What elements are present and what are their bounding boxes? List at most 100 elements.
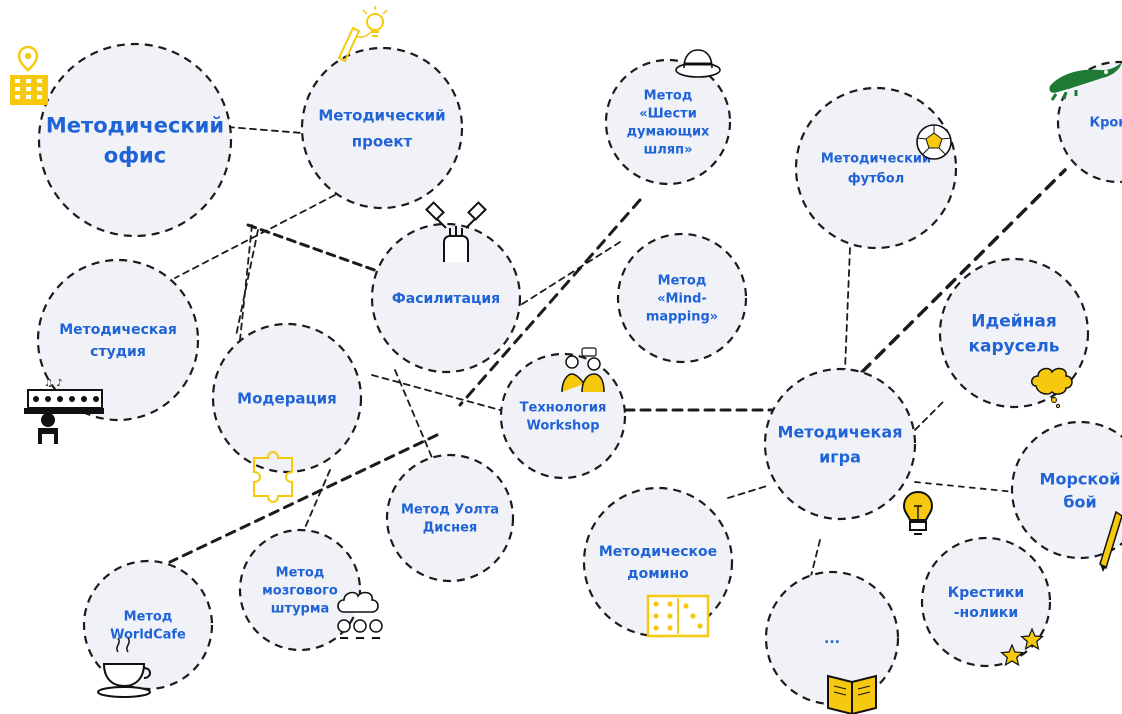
node-bubble [370,222,522,374]
node-label: Диснея [423,521,478,536]
thought-cloud-icon [1031,367,1073,409]
connector-line [518,241,621,307]
mixing-console-icon: ♫ ♪ [24,378,104,444]
connector-line [394,369,434,461]
node-label: «Шести [639,107,697,122]
node-football: Методический футбол [794,86,958,250]
node-label: Метод [644,89,693,104]
node-label: проект [352,132,413,150]
node-label: mapping» [646,310,718,325]
node-mind: Метод «Mind-mapping» [616,232,748,364]
node-label: карусель [968,337,1059,357]
node-label: домино [627,566,689,582]
node-project: Методический проект [300,46,464,210]
method-nodes: МетодическийофисМетодическийпроектМетод«… [36,42,1122,706]
lightbulb-icon [902,490,934,535]
lightbulb-pen-icon [337,6,388,63]
svg-text:♫ ♪: ♫ ♪ [44,378,63,389]
soccer-ball-icon [916,124,952,160]
brains-icon [337,591,383,639]
node-label: думающих [627,125,710,140]
connector-line [458,198,642,407]
node-bubble [499,352,627,480]
coffee-cup-icon [97,637,151,698]
node-label: шляп» [643,143,692,158]
node-label: Модерация [237,389,337,407]
node-label: Метод [658,274,707,289]
node-moder: Модерация [211,322,363,474]
node-bubble [37,42,233,238]
node-label: мозгового [262,584,338,599]
connector-line [371,374,501,411]
connector-line [235,229,259,337]
node-seabattle: Морской бой [1010,420,1122,560]
connector-line [303,469,331,531]
node-bubble [300,46,464,210]
people-discussion-icon [561,347,605,393]
node-label: -нолики [954,605,1018,621]
node-brainstorm: Метод мозгового штурма [238,528,362,652]
open-book-icon [827,674,877,714]
node-label: WorldCafe [110,628,186,643]
node-label: Методический [821,152,931,167]
puzzle-icon [253,451,293,503]
node-bubble [920,536,1052,668]
node-bubble [794,86,958,250]
connector-line [246,223,382,274]
stars-icon [1000,627,1044,667]
node-label: Методическое [599,544,717,560]
node-label: «Mind- [657,292,707,307]
node-label: бой [1063,492,1096,511]
node-label: игра [819,447,861,466]
connector-line [174,194,336,279]
node-croc: Крокод [1056,60,1122,184]
domino-icon [646,594,710,638]
node-bubble [36,258,200,422]
node-bubble [616,232,748,364]
crocodile-icon [1049,62,1122,101]
node-label: Фасилитация [392,291,500,307]
node-facil: Фасилитация [370,222,522,374]
node-bubble [385,453,515,583]
stacked-hands-icon [425,201,487,262]
connector-line [168,433,439,564]
node-label: Методический [318,106,445,124]
node-label: Крестики [948,585,1025,601]
node-label: Технология [520,401,607,416]
node-label: Крокод [1089,116,1122,131]
building-location-icon [10,45,48,105]
connector-line [227,126,303,134]
node-bubble [238,528,362,652]
node-label: Workshop [526,419,599,434]
node-label: футбол [848,172,904,187]
node-bubble [1056,60,1122,184]
node-label: Метод [276,566,325,581]
node-hats: Метод «Шести думающих шляп» [604,58,732,186]
connector-line [914,399,946,431]
node-label: ... [824,631,840,647]
node-label: Методичекая [778,422,903,441]
node-label: студия [90,344,146,360]
node-icons: ♫ ♪ [10,6,1122,714]
pencil-icon [1099,510,1122,572]
hat-icon [675,49,721,78]
node-label: Идейная [971,312,1057,332]
node-bubble [211,322,363,474]
node-label: штурма [271,602,330,617]
connector-line [727,484,771,499]
connector-line [844,247,851,371]
node-label: Морской [1040,469,1121,488]
node-label: Метод Уолта [401,503,499,518]
connector-line [914,481,1016,493]
node-bubble [604,58,732,186]
node-bubble [1010,420,1122,560]
connector-line [804,539,821,601]
node-tictac: Крестики -нолики [920,536,1052,668]
node-label: офис [104,144,166,168]
